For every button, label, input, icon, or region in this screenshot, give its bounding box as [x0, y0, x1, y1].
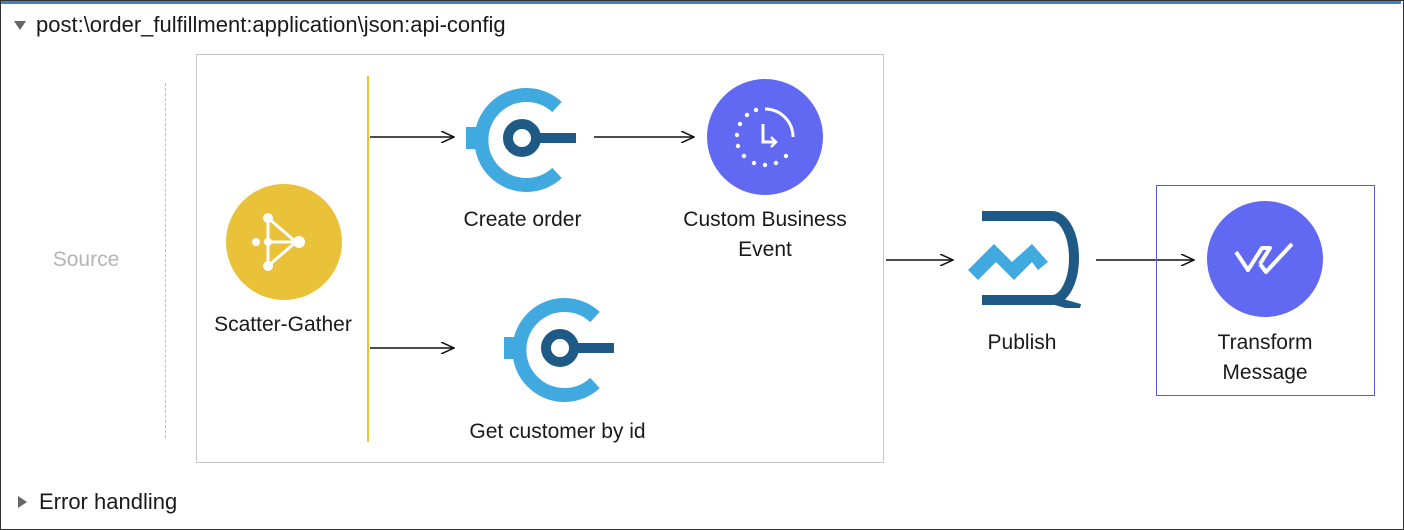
transform-message-label-line1: Transform [1217, 331, 1313, 354]
transform-message-selection[interactable] [1156, 185, 1375, 396]
create-order-label: Create order [463, 208, 582, 231]
source-separator [165, 83, 166, 438]
business-event-icon[interactable] [706, 78, 824, 196]
publish-icon[interactable] [962, 208, 1082, 308]
expand-triangle-icon[interactable] [18, 496, 27, 508]
scatter-gather-route-bar [367, 76, 369, 442]
source-placeholder[interactable]: Source [52, 248, 120, 271]
collapse-triangle-icon[interactable] [14, 20, 26, 30]
scatter-gather-icon[interactable] [224, 182, 344, 302]
transform-message-label-line2: Message [1222, 361, 1308, 384]
custom-business-event-label-line1: Custom Business [683, 208, 847, 231]
create-order-connector-icon[interactable] [464, 85, 584, 195]
publish-label: Publish [987, 331, 1057, 354]
transform-icon[interactable] [1206, 200, 1324, 318]
custom-business-event-label: Custom Business Event [665, 205, 865, 265]
scatter-gather-label: Scatter-Gather [214, 313, 352, 336]
transform-message-label: Transform Message [1170, 328, 1360, 388]
error-handling-header[interactable]: Error handling [18, 487, 177, 517]
error-handling-label: Error handling [39, 489, 178, 514]
flow-title: post:\order_fulfillment:application\json… [36, 12, 506, 37]
custom-business-event-label-line2: Event [738, 238, 792, 261]
get-customer-connector-icon[interactable] [502, 295, 622, 405]
canvas-top-accent [1, 1, 1401, 4]
get-customer-label: Get customer by id [469, 420, 646, 443]
flow-header[interactable]: post:\order_fulfillment:application\json… [14, 10, 506, 40]
